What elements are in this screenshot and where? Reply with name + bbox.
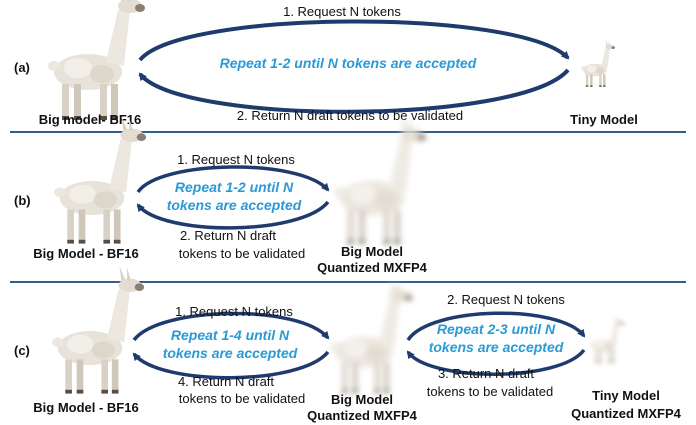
panel-c-tag: (c) [14,343,30,358]
return-label-c2-1: 3. Return N draft [438,366,534,381]
big-model-label-a: Big model- BF16 [39,112,142,127]
request-label-c2: 2. Request N tokens [447,292,565,307]
mid-model-llama-c [330,278,413,393]
big-model-label-b: Big Model - BF16 [33,246,138,261]
panel-b-tag: (b) [14,193,31,208]
tiny-model-label-c-2: Quantized MXFP4 [571,406,682,421]
panel-a-tag: (a) [14,60,30,75]
panel-c: (c) 1. Request N tokens Repeat 1-4 until… [14,266,682,423]
tiny-model-label-c-1: Tiny Model [592,388,660,403]
request-label-a: 1. Request N tokens [283,4,401,19]
loop-ellipse-c2-top [406,311,586,342]
return-label-c2-2: tokens to be validated [427,384,553,399]
loop-ellipse-a-bottom [138,68,570,114]
tiny-model-llama-c [590,315,624,363]
quantized-model-label-b-2: Quantized MXFP4 [317,260,428,275]
loop-label-c2-1: Repeat 2-3 until N [437,321,556,337]
loop-label-c2-2: tokens are accepted [429,339,564,355]
tiny-model-label-a: Tiny Model [570,112,638,127]
panel-b: (b) 1. Request N tokens Repeat 1-2 until… [14,116,428,275]
loop-label-a: Repeat 1-2 until N tokens are accepted [220,55,477,71]
loop-ellipse-c1-bottom [132,350,330,380]
loop-ellipse-c2-bottom [406,348,586,376]
return-label-c1-2: tokens to be validated [179,391,305,406]
big-model-label-c: Big Model - BF16 [33,400,138,415]
quantized-model-llama-b [334,116,427,244]
mid-model-label-c-2: Quantized MXFP4 [307,408,418,423]
return-label-b-2: tokens to be validated [179,246,305,261]
request-label-c1: 1. Request N tokens [175,304,293,319]
return-label-b-1: 2. Return N draft [180,228,276,243]
big-model-llama-b [54,116,147,244]
loop-ellipse-c1-top [132,311,330,342]
loop-label-c1-2: tokens are accepted [163,345,298,361]
loop-label-b-2: tokens are accepted [167,197,302,213]
loop-ellipse-b-bottom [136,200,330,230]
return-label-c1-1: 4. Return N draft [178,374,274,389]
loop-label-c1-1: Repeat 1-4 until N [171,327,290,343]
mid-model-label-c-1: Big Model [331,392,393,407]
return-label-a: 2. Return N draft tokens to be validated [237,108,463,123]
tiny-model-llama-a [581,39,615,87]
big-model-llama-a [48,0,145,120]
loop-label-b-1: Repeat 1-2 until N [175,179,294,195]
quantized-model-label-b-1: Big Model [341,244,403,259]
loop-ellipse-b-top [136,165,330,194]
request-label-b: 1. Request N tokens [177,152,295,167]
panel-a: (a) 1. Request N tokens Repeat 1-2 until… [14,0,638,127]
big-model-llama-c [52,266,145,394]
loop-ellipse-a-top [138,19,570,62]
